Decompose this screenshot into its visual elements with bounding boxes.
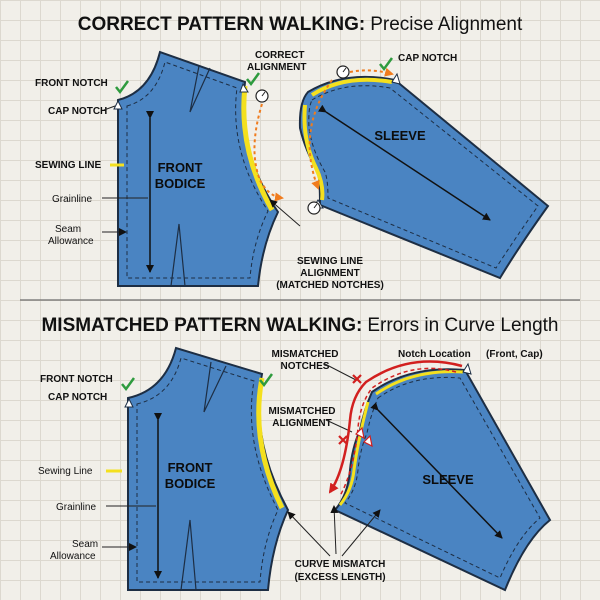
x-icon (352, 374, 362, 384)
notch-triangle-icon (124, 397, 134, 408)
sewing-line-alignment-label: ALIGNMENT (300, 268, 359, 279)
bottom-section: MISMATCHED PATTERN WALKING:Errors in Cur… (38, 315, 559, 592)
curve-mismatch-label: (EXCESS LENGTH) (294, 572, 385, 583)
measuring-wheel-icon (255, 89, 269, 103)
top-sleeve: SLEEVE (298, 72, 550, 280)
bottom-title: MISMATCHED PATTERN WALKING:Errors in Cur… (41, 315, 558, 336)
bottom-sleeve: SLEEVE (333, 362, 552, 592)
notch-triangle-icon (391, 72, 401, 85)
front-bodice-label: BODICE (165, 476, 216, 491)
mismatched-alignment-label: ALIGNMENT (272, 418, 331, 429)
measuring-wheel-icon (336, 65, 350, 79)
check-icon (259, 373, 274, 388)
notch-triangle-icon (354, 426, 365, 440)
front-bodice-label: BODICE (155, 176, 206, 191)
notch-triangle-icon (362, 434, 373, 448)
check-icon (379, 57, 394, 72)
front-bodice-label: FRONT (168, 460, 213, 475)
excess-length-curve (328, 360, 463, 494)
notch-triangle-icon (462, 362, 472, 375)
check-icon (246, 72, 261, 87)
mismatched-alignment-label: MISMATCHED (268, 406, 335, 417)
cap-notch-label: CAP NOTCH (48, 106, 107, 117)
sewing-line-alignment-label: SEWING LINE (297, 256, 363, 267)
mismatched-notches-label: NOTCHES (281, 361, 330, 372)
notch-triangle-icon (113, 99, 123, 110)
cap-notch-label: CAP NOTCH (48, 392, 107, 403)
front-bodice-label: FRONT (158, 160, 203, 175)
sleeve-grainline-arrow (370, 402, 503, 539)
check-icon (121, 377, 136, 392)
seam-allowance-label: Seam (55, 224, 81, 235)
sewing-line-label: Sewing Line (38, 466, 93, 477)
cap-notch-label: CAP NOTCH (398, 53, 457, 64)
check-icon (115, 80, 130, 95)
front-notch-label: FRONT NOTCH (35, 78, 108, 89)
notch-location-label: Notch Location (398, 349, 471, 360)
top-sewing-line (241, 85, 275, 212)
sleeve-label: SLEEVE (422, 472, 474, 487)
correct-alignment-label: CORRECT (255, 50, 304, 61)
sewing-line-label: SEWING LINE (35, 160, 101, 171)
seam-allowance-label: Allowance (48, 236, 94, 247)
seam-allowance-label: Allowance (50, 551, 96, 562)
grainline-label: Grainline (52, 194, 92, 205)
correct-walk-arrow (253, 103, 284, 202)
front-cap-label: (Front, Cap) (486, 349, 543, 360)
top-title: CORRECT PATTERN WALKING:Precise Alignmen… (78, 14, 523, 35)
sewing-line-alignment-label: (MATCHED NOTCHES) (276, 280, 384, 291)
x-icon (338, 435, 348, 445)
grainline-label: Grainline (56, 502, 96, 513)
notch-triangle-icon (239, 82, 249, 93)
top-section: CORRECT PATTERN WALKING:Precise Alignmen… (35, 14, 550, 291)
curve-mismatch-label: CURVE MISMATCH (295, 559, 386, 570)
measuring-wheel-icon (307, 201, 321, 215)
top-front-bodice: FRONT BODICE (113, 50, 280, 287)
front-notch-label: FRONT NOTCH (40, 374, 113, 385)
mismatched-notches-label: MISMATCHED (271, 349, 338, 360)
seam-allowance-label: Seam (72, 539, 98, 550)
correct-alignment-label: ALIGNMENT (247, 62, 306, 73)
sleeve-grainline-arrow (317, 104, 491, 221)
sleeve-label: SLEEVE (374, 128, 426, 143)
bottom-front-bodice: FRONT BODICE (124, 346, 290, 591)
